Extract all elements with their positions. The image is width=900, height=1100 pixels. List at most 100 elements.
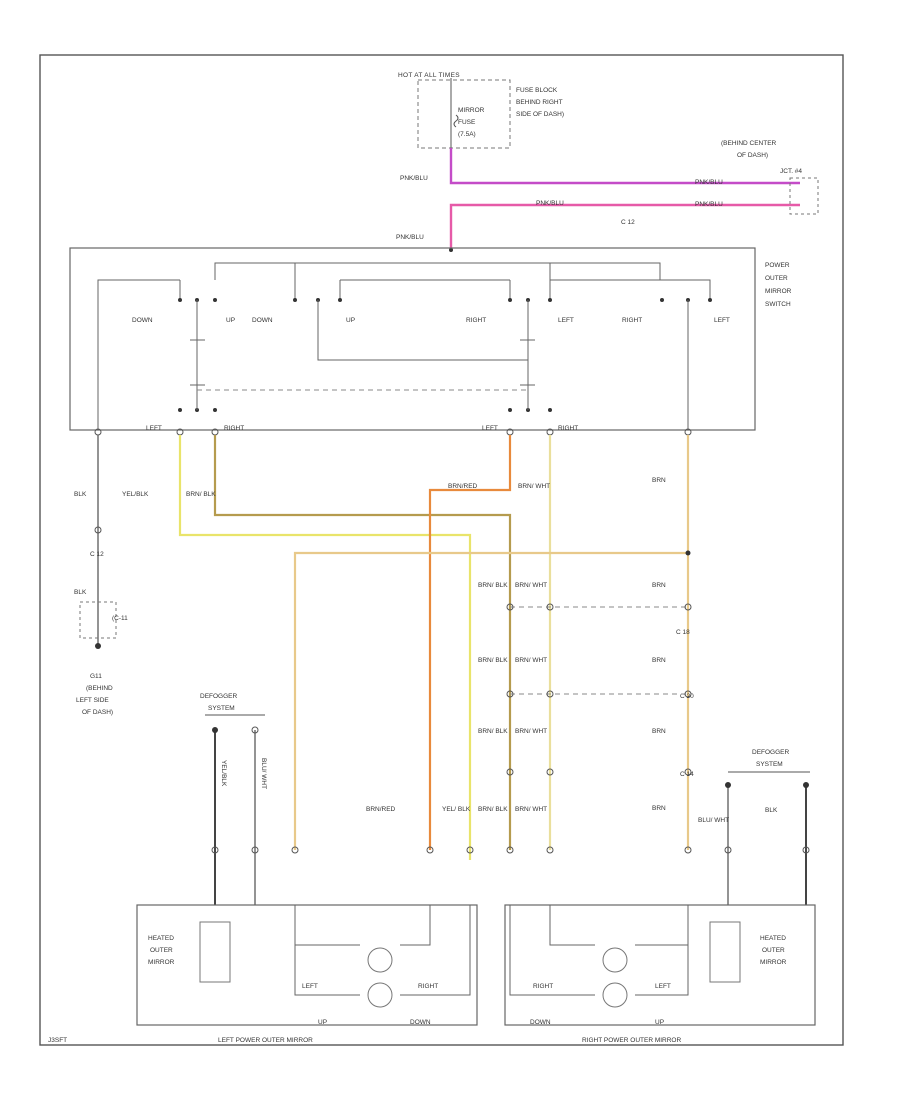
fuse-block-label-3: SIDE OF DASH) (516, 111, 564, 118)
switch-top-down-1: DOWN (132, 317, 153, 324)
pnk-blu-label-3: PNK/BLU (536, 200, 564, 207)
ground-wire: BLK C 12 BLK (C-11 G11 (BEHIND LEFT SIDE… (74, 435, 128, 716)
brn-label-5: BRN (652, 805, 666, 812)
right-mirror-dir-down: DOWN (530, 1019, 551, 1026)
connectors (291, 603, 692, 854)
left-power-mirror: HEATED OUTER MIRROR LEFT RIGHT UP DOWN L… (136, 904, 478, 1044)
switch-top-left-2: LEFT (714, 317, 730, 324)
switch-top-up-1: UP (226, 317, 235, 324)
diagram-code: J3SFT (48, 1037, 67, 1044)
heated-mirror-left-1: HEATED (148, 935, 174, 942)
wire-brn-blk (213, 435, 512, 850)
harness-wires (178, 435, 690, 860)
g11-label-1: G11 (90, 673, 102, 680)
switch-bottom-left-2: LEFT (482, 425, 498, 432)
right-mirror-title: RIGHT POWER OUTER MIRROR (582, 1037, 681, 1044)
brn-wht-label-5: BRN/ WHT (515, 806, 547, 813)
brn-wht-label-2: BRN/ WHT (515, 582, 547, 589)
brn-blk-label-5: BRN/ BLK (478, 806, 508, 813)
pnk-blu-label-2: PNK/BLU (695, 179, 723, 186)
hot-at-all-times-label: HOT AT ALL TIMES (398, 72, 460, 79)
yel-blk-label: YEL/BLK (122, 491, 149, 498)
blk-label-left: BLK (74, 491, 87, 498)
brn-wht-label-4: BRN/ WHT (515, 728, 547, 735)
behind-center-dash-1: (BEHIND CENTER (721, 140, 777, 147)
blk-label-left-2: BLK (74, 589, 87, 596)
defogger-right-label-1: DEFOGGER (752, 749, 790, 756)
diagram-frame (39, 54, 844, 1046)
blk-right: BLK (765, 807, 778, 814)
right-mirror-dir-left: LEFT (655, 983, 671, 990)
g11-label-2: (BEHIND (86, 685, 113, 692)
heated-mirror-left-2: OUTER (150, 947, 173, 954)
defogger-left-label-1: DEFOGGER (200, 693, 238, 700)
brn-blk-label-2: BRN/ BLK (478, 582, 508, 589)
defogger-right: DEFOGGER SYSTEM BLU/ WHT BLK (698, 749, 810, 905)
c12-label-left: C 12 (90, 551, 104, 558)
left-mirror-dir-left: LEFT (302, 983, 318, 990)
pnk-blu-label-1: PNK/BLU (400, 175, 428, 182)
heated-mirror-right-2: OUTER (762, 947, 785, 954)
power-mirror-switch: POWER OUTER MIRROR SWITCH DOWN UP DOWN U… (69, 247, 792, 436)
blu-wht-right: BLU/ WHT (698, 817, 729, 824)
g11-label-3: LEFT SIDE (76, 697, 109, 704)
right-mirror-dir-up: UP (655, 1019, 664, 1026)
pnk-blu-label-4: PNK/BLU (695, 201, 723, 208)
defogger-left-label-2: SYSTEM (208, 705, 235, 712)
brn-label-4: BRN (652, 728, 666, 735)
heated-mirror-left-3: MIRROR (148, 959, 175, 966)
mirror-fuse-label-2: FUSE (458, 119, 476, 126)
left-mirror-dir-down: DOWN (410, 1019, 431, 1026)
switch-top-down-2: DOWN (252, 317, 273, 324)
yel-blk-label-2: YEL/ BLK (442, 806, 471, 813)
switch-bottom-right-2: RIGHT (558, 425, 578, 432)
switch-label-4: SWITCH (765, 301, 791, 308)
brn-blk-label-4: BRN/ BLK (478, 728, 508, 735)
switch-label-2: OUTER (765, 275, 788, 282)
heated-mirror-right-1: HEATED (760, 935, 786, 942)
switch-top-right-1: RIGHT (466, 317, 486, 324)
left-mirror-dir-right: RIGHT (418, 983, 438, 990)
right-power-mirror: HEATED OUTER MIRROR RIGHT LEFT DOWN UP R… (504, 904, 816, 1044)
blu-wht-vertical: BLU/ WHT (260, 758, 267, 789)
c18-label: C 18 (676, 629, 690, 636)
brn-label-2: BRN (652, 582, 666, 589)
pnk-blu-label-5: PNK/BLU (396, 234, 424, 241)
brn-wht-label-3: BRN/ WHT (515, 657, 547, 664)
yel-blk-vertical: YEL/BLK (220, 760, 227, 787)
wire-brn-red (428, 435, 512, 850)
c12-label-top: C 12 (621, 219, 635, 226)
brn-red-label-2: BRN/RED (366, 806, 396, 813)
defogger-left: DEFOGGER SYSTEM YEL/BLK BLU/ WHT (200, 693, 267, 905)
left-mirror-title: LEFT POWER OUTER MIRROR (218, 1037, 313, 1044)
g11-label-4: OF DASH) (82, 709, 113, 716)
defogger-right-label-2: SYSTEM (756, 761, 783, 768)
jct-label: JCT. #4 (780, 168, 802, 175)
mirror-fuse-label-1: MIRROR (458, 107, 485, 114)
wire-labels: YEL/BLK BRN/ BLK BRN/RED BRN/ WHT BRN BR… (122, 477, 694, 813)
switch-top-left-1: LEFT (558, 317, 574, 324)
wire-yel-blk (178, 435, 472, 860)
fuse-block: HOT AT ALL TIMES FUSE BLOCK BEHIND RIGHT… (398, 72, 564, 149)
brn-blk-label-3: BRN/ BLK (478, 657, 508, 664)
switch-label-1: POWER (765, 262, 790, 269)
brn-label-1: BRN (652, 477, 666, 484)
switch-top-right-2: RIGHT (622, 317, 642, 324)
feed-wires: PNK/BLU PNK/BLU PNK/BLU PNK/BLU PNK/BLU … (396, 140, 819, 252)
left-mirror-dir-up: UP (318, 1019, 327, 1026)
brn-label-3: BRN (652, 657, 666, 664)
switch-label-3: MIRROR (765, 288, 792, 295)
fuse-block-label-1: FUSE BLOCK (516, 87, 558, 94)
switch-bottom-left-1: LEFT (146, 425, 162, 432)
brn-wht-label: BRN/ WHT (518, 483, 550, 490)
brn-red-label: BRN/RED (448, 483, 478, 490)
c11-label: (C-11 (112, 615, 128, 622)
switch-bottom-right-1: RIGHT (224, 425, 244, 432)
behind-center-dash-2: OF DASH) (737, 152, 768, 159)
right-mirror-dir-right: RIGHT (533, 983, 553, 990)
wire-brn-left (293, 551, 688, 850)
heated-mirror-right-3: MIRROR (760, 959, 787, 966)
brn-blk-label: BRN/ BLK (186, 491, 216, 498)
